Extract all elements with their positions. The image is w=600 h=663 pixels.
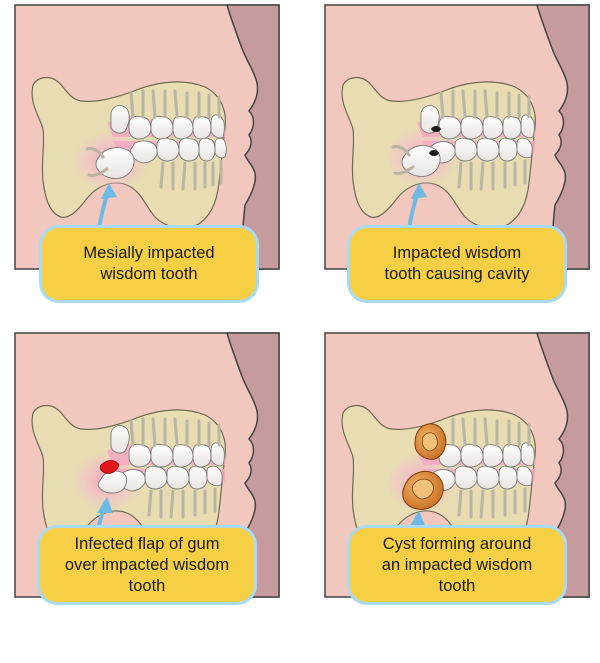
caption-text: Cyst forming around an impacted wisdom t… (381, 534, 533, 595)
lower-cyst (402, 470, 444, 510)
caption-box: Impacted wisdom tooth causing cavity (347, 225, 567, 303)
upper-teeth (110, 89, 225, 140)
lower-teeth (130, 137, 227, 191)
lower-teeth (428, 137, 533, 191)
upper-teeth (110, 417, 225, 468)
cavity-marks (429, 126, 441, 156)
lower-teeth (428, 465, 533, 519)
upper-teeth (420, 89, 535, 140)
upper-cyst (414, 423, 447, 460)
panel-infected-flap: Infected flap of gum over impacted wisdo… (14, 332, 280, 605)
lower-teeth (118, 465, 223, 519)
infected-gum-flap (99, 460, 120, 474)
panel-mesial-impaction: Mesially impacted wisdom tooth (14, 4, 280, 303)
panel-cyst: Cyst forming around an impacted wisdom t… (324, 332, 590, 605)
caption-box: Mesially impacted wisdom tooth (39, 225, 259, 303)
caption-box: Cyst forming around an impacted wisdom t… (347, 525, 567, 605)
caption-text: Infected flap of gum over impacted wisdo… (64, 534, 230, 595)
caption-box: Infected flap of gum over impacted wisdo… (37, 525, 257, 605)
wisdom-tooth (97, 470, 128, 494)
wisdom-tooth (85, 147, 135, 179)
caption-text: Mesially impacted wisdom tooth (83, 244, 215, 283)
caption-text: Impacted wisdom tooth causing cavity (384, 244, 530, 283)
jaw-illustration (14, 4, 280, 270)
upper-teeth (438, 417, 535, 468)
panel-cavity: Impacted wisdom tooth causing cavity (324, 4, 590, 303)
